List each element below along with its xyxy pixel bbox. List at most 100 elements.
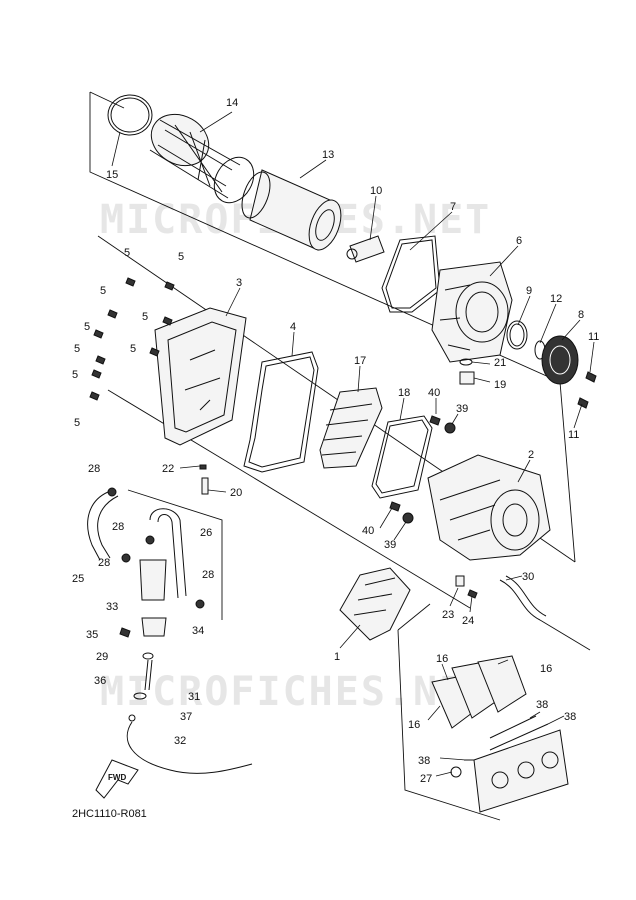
callout-1: 1 — [334, 651, 340, 663]
callout-40-bottom: 40 — [362, 525, 374, 537]
part-8-cap — [541, 335, 579, 385]
part-15-o-ring — [107, 94, 153, 136]
part-40-bolts — [389, 415, 441, 512]
callout-18: 18 — [398, 387, 410, 399]
callouts: 14 15 13 10 7 6 9 12 8 11 11 21 19 3 4 1… — [72, 97, 599, 785]
callout-8: 8 — [578, 309, 584, 321]
callout-5-i: 5 — [74, 417, 80, 429]
callout-28-d: 28 — [202, 569, 214, 581]
callout-10: 10 — [370, 185, 382, 197]
callout-39-top: 39 — [456, 403, 468, 415]
callout-3: 3 — [236, 277, 242, 289]
callout-12: 12 — [550, 293, 562, 305]
part-3-air-housing — [154, 307, 247, 446]
part-32-drain-hose — [126, 721, 253, 774]
callout-5-b: 5 — [178, 251, 184, 263]
part-23-joint — [455, 575, 465, 587]
part-2-intake-housing — [427, 454, 551, 561]
callout-34: 34 — [192, 625, 204, 637]
part-39-washers — [402, 422, 456, 524]
part-11-bolts — [577, 371, 597, 409]
throttle-body — [473, 729, 569, 813]
part-36-hose — [144, 659, 153, 691]
part-22-clip — [199, 464, 207, 470]
callout-19: 19 — [494, 379, 506, 391]
callout-39-bottom: 39 — [384, 539, 396, 551]
callout-5-a: 5 — [124, 247, 130, 259]
callout-30: 30 — [522, 571, 534, 583]
part-26-hose — [149, 508, 187, 599]
callout-28-c: 28 — [98, 557, 110, 569]
part-35-bolt — [119, 627, 131, 638]
callout-16-a: 16 — [436, 653, 448, 665]
callout-36: 36 — [94, 675, 106, 687]
part-13-filter-element — [241, 169, 342, 251]
leader-lines — [111, 111, 595, 777]
part-29-clamp — [142, 652, 154, 660]
callout-14: 14 — [226, 97, 238, 109]
callout-26: 26 — [200, 527, 212, 539]
callout-40-top: 40 — [428, 387, 440, 399]
callout-27: 27 — [420, 773, 432, 785]
part-1-intake-duct — [339, 567, 411, 641]
callout-35: 35 — [86, 629, 98, 641]
callout-37: 37 — [180, 711, 192, 723]
callout-32: 32 — [174, 735, 186, 747]
fwd-label: FWD — [108, 773, 126, 782]
callout-23: 23 — [442, 609, 454, 621]
part-37-joint — [128, 714, 136, 722]
callout-5-d: 5 — [142, 311, 148, 323]
callout-17: 17 — [354, 355, 366, 367]
part-5-bolts — [89, 277, 175, 401]
callout-5-e: 5 — [84, 321, 90, 333]
callout-31: 31 — [188, 691, 200, 703]
callout-2: 2 — [528, 449, 534, 461]
part-7-gasket — [381, 235, 441, 313]
callout-5-f: 5 — [130, 343, 136, 355]
callout-33: 33 — [106, 601, 118, 613]
callout-11-top: 11 — [588, 331, 599, 343]
part-10-breather-tube — [346, 235, 385, 263]
callout-38-a: 38 — [536, 699, 548, 711]
part-18-gasket — [371, 415, 433, 499]
part-9-o-ring — [506, 320, 528, 350]
part-17-filter — [319, 387, 383, 469]
part-19-cap — [459, 371, 475, 385]
callout-4: 4 — [290, 321, 296, 333]
part-31-clamp — [133, 692, 147, 700]
fwd-arrow-icon: FWD — [95, 759, 139, 799]
callout-38-c: 38 — [418, 755, 430, 767]
part-24-bolt — [467, 589, 478, 599]
callout-6: 6 — [516, 235, 522, 247]
diagram-code: 2HC1110-R081 — [72, 808, 147, 820]
callout-28-a: 28 — [88, 463, 100, 475]
callout-38-b: 38 — [564, 711, 576, 723]
callout-25: 25 — [72, 573, 84, 585]
callout-16-b: 16 — [540, 663, 552, 675]
part-20-pin — [201, 477, 209, 495]
callout-13: 13 — [322, 149, 334, 161]
part-34-bracket — [141, 617, 167, 637]
callout-11-bottom: 11 — [568, 429, 579, 441]
callout-29: 29 — [96, 651, 108, 663]
callout-20: 20 — [230, 487, 242, 499]
part-16-boots — [431, 655, 527, 729]
part-25-hose — [87, 491, 119, 561]
callout-5-c: 5 — [100, 285, 106, 297]
part-27-clip — [450, 766, 462, 778]
callout-7: 7 — [450, 201, 456, 213]
callout-15: 15 — [106, 169, 118, 181]
callout-9: 9 — [526, 285, 532, 297]
part-14-filter-cage — [149, 113, 255, 204]
callout-24: 24 — [462, 615, 474, 627]
part-4-gasket — [243, 351, 319, 473]
callout-28-b: 28 — [112, 521, 124, 533]
callout-22: 22 — [162, 463, 174, 475]
part-33-filter-canister — [139, 559, 167, 601]
watermark-bottom: MICROFICHES.NET — [100, 669, 491, 715]
callout-5-g: 5 — [74, 343, 80, 355]
part-6-cover — [431, 261, 513, 363]
callout-16-c: 16 — [408, 719, 420, 731]
callout-21: 21 — [494, 357, 506, 369]
